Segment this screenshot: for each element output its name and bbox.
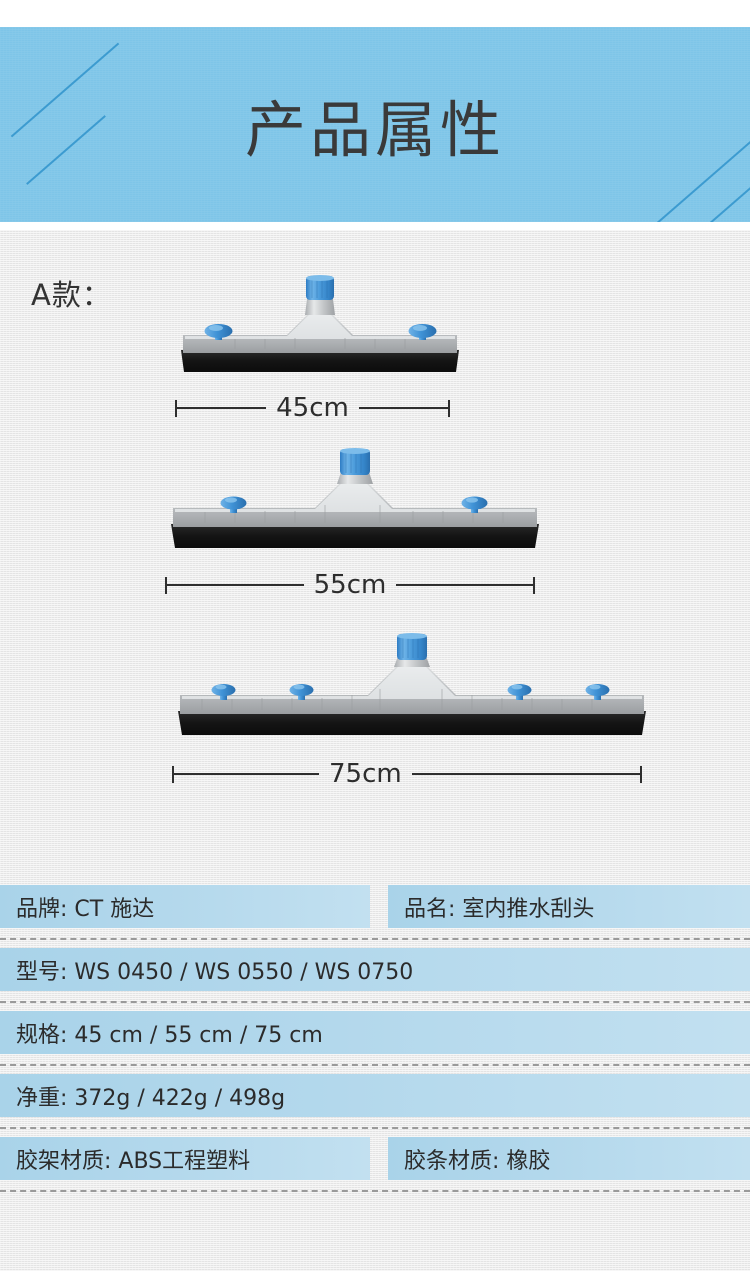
spec-cell-model: 型号: WS 0450 / WS 0550 / WS 0750 — [0, 948, 750, 991]
spec-table: 品牌: CT 施达 品名: 室内推水刮头 型号: WS 0450 / WS 05… — [0, 885, 750, 1200]
knob — [220, 496, 247, 513]
spec-cell-frame-material: 胶架材质: ABS工程塑料 — [0, 1137, 370, 1180]
dimension-cap-right — [448, 399, 450, 417]
spec-cell-net-weight: 净重: 372g / 422g / 498g — [0, 1074, 750, 1117]
product-figure-75cm: 75cm — [172, 633, 662, 803]
spec-row: 型号: WS 0450 / WS 0550 / WS 0750 — [0, 948, 750, 1011]
dimension-line-75cm: 75cm — [172, 759, 642, 789]
row-divider — [0, 1127, 750, 1129]
dimension-label: 55cm — [313, 570, 387, 600]
section-banner: 产品属性 — [0, 27, 750, 222]
spec-row: 胶架材质: ABS工程塑料 胶条材质: 橡胶 — [0, 1137, 750, 1200]
spec-row: 净重: 372g / 422g / 498g — [0, 1074, 750, 1137]
dimension-cap-left — [175, 399, 177, 417]
spec-cell-text: 胶条材质: 橡胶 — [404, 1148, 551, 1174]
spec-cell-blade-material: 胶条材质: 橡胶 — [388, 1137, 750, 1180]
row-divider — [0, 938, 750, 940]
spec-row: 规格: 45 cm / 55 cm / 75 cm — [0, 1011, 750, 1074]
row-divider — [0, 1064, 750, 1066]
spec-cell-text: 品名: 室内推水刮头 — [404, 896, 595, 922]
squeegee-illustration-55cm — [171, 448, 539, 548]
squeegee-illustration-75cm — [178, 633, 646, 735]
knob — [461, 496, 488, 513]
spec-cell-text: 胶架材质: ABS工程塑料 — [16, 1148, 251, 1174]
knob — [211, 684, 236, 700]
dimension-rule-right — [396, 584, 533, 586]
dimension-rule-left — [167, 584, 304, 586]
dimension-rule-right — [358, 407, 448, 409]
dimension-line-55cm: 55cm — [165, 570, 535, 600]
dimension-cap-left — [172, 765, 174, 783]
spec-cell-text: 品牌: CT 施达 — [16, 896, 155, 922]
knob — [507, 684, 532, 700]
dimension-cap-left — [165, 576, 167, 594]
knob — [585, 684, 610, 700]
dimension-rule-left — [177, 407, 267, 409]
row-divider — [0, 1001, 750, 1003]
row-divider — [0, 1190, 750, 1192]
spec-cell-text: 规格: 45 cm / 55 cm / 75 cm — [16, 1022, 323, 1048]
dimension-line-45cm: 45cm — [175, 393, 450, 423]
spec-cell-specification: 规格: 45 cm / 55 cm / 75 cm — [0, 1011, 750, 1054]
product-figure-45cm: 45cm — [175, 275, 575, 425]
knob — [408, 324, 437, 340]
content-area: A款： — [0, 230, 750, 1271]
spec-row: 品牌: CT 施达 品名: 室内推水刮头 — [0, 885, 750, 948]
dimension-cap-right — [533, 576, 535, 594]
dimension-rule-left — [174, 773, 319, 775]
spec-cell-text: 净重: 372g / 422g / 498g — [16, 1085, 286, 1111]
product-figure-55cm: 55cm — [165, 448, 565, 608]
banner-texture — [0, 27, 750, 222]
spec-cell-brand: 品牌: CT 施达 — [0, 885, 370, 928]
dimension-cap-right — [640, 765, 642, 783]
page-title: 产品属性 — [244, 95, 505, 166]
knob — [204, 324, 233, 340]
knob — [289, 684, 314, 700]
spec-cell-text: 型号: WS 0450 / WS 0550 / WS 0750 — [16, 959, 414, 985]
dimension-label: 75cm — [329, 759, 402, 789]
dimension-label: 45cm — [276, 393, 349, 423]
spec-cell-product-name: 品名: 室内推水刮头 — [388, 885, 750, 928]
style-label: A款： — [31, 278, 112, 312]
squeegee-illustration-45cm — [181, 275, 459, 372]
dimension-rule-right — [411, 773, 640, 775]
